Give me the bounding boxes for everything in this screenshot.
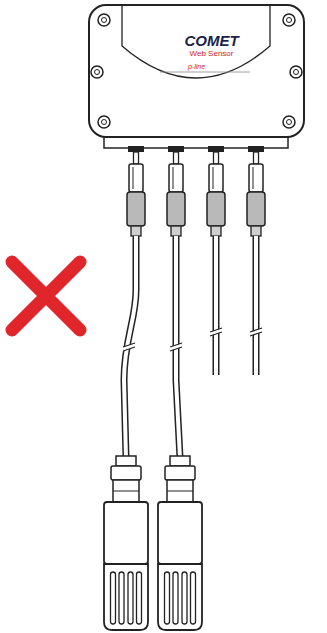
- probe: [158, 456, 202, 630]
- housing-detail: [90, 6, 303, 136]
- sensor-housing: COMETWeb Sensor p-line: [88, 4, 305, 138]
- forbidden-mark: [12, 262, 80, 330]
- cable-break: [123, 343, 135, 351]
- product-name: Web Sensor: [90, 50, 303, 59]
- cable: [256, 236, 257, 375]
- product-name: p-line: [185, 63, 208, 71]
- cable: [216, 236, 217, 375]
- cable: [124, 236, 136, 458]
- plugs: [127, 146, 265, 236]
- cable-break: [250, 328, 262, 336]
- brand-logo: COMET: [90, 33, 303, 50]
- cable-break: [210, 328, 222, 336]
- probe: [104, 456, 148, 630]
- cable-break: [170, 343, 182, 351]
